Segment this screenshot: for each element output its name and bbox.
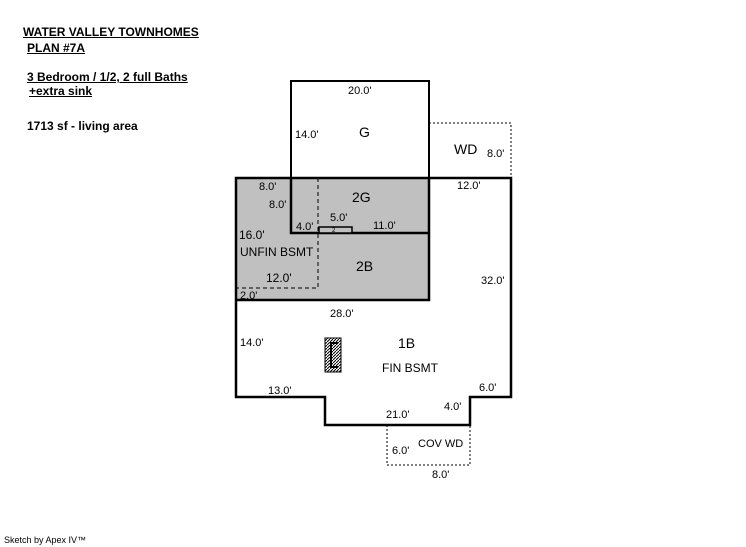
closet-label: 2 [332, 228, 336, 234]
dim: 5.0' [330, 212, 347, 224]
room-unfin-bsmt: UNFIN BSMT [240, 245, 314, 259]
footer-credit: Sketch by Apex IV™ [4, 535, 87, 545]
unfinished-area-fill [236, 178, 429, 300]
dim: 8.0' [259, 181, 276, 193]
dim: 13.0' [268, 385, 292, 397]
dim: 6.0' [479, 382, 496, 394]
dim: 6.0' [392, 445, 409, 457]
living-area: 1713 sf - living area [27, 119, 138, 133]
dim: 32.0' [481, 275, 505, 287]
dim: 8.0' [487, 148, 504, 160]
bedrooms-baths: 3 Bedroom / 1/2, 2 full Baths [27, 70, 188, 84]
extra-sink: +extra sink [29, 84, 93, 98]
dim: 8.0' [269, 199, 286, 211]
level2-outline [236, 178, 431, 302]
room-g: G [359, 124, 370, 140]
dim: 14.0' [240, 337, 264, 349]
title: WATER VALLEY TOWNHOMES [23, 25, 199, 39]
dim: 8.0' [432, 469, 449, 481]
wd-deck-outline [429, 122, 512, 178]
dim: 4.0' [296, 221, 313, 233]
dim: 4.0' [444, 401, 461, 413]
dim: 28.0' [330, 308, 354, 320]
room-cov-wd: COV WD [418, 438, 463, 450]
unfinished-dashed [236, 178, 319, 289]
room-wd: WD [454, 141, 477, 157]
plan-number: PLAN #7A [27, 41, 86, 55]
small-closet [318, 226, 353, 234]
room-1b: 1B [398, 335, 415, 351]
room-2b: 2B [356, 258, 373, 274]
dim: 12.0' [266, 271, 292, 285]
fireplace-icon [324, 337, 342, 373]
dim: 20.0' [348, 85, 372, 97]
dim: 2.0' [240, 290, 257, 302]
room-fin-bsmt: FIN BSMT [382, 361, 439, 375]
dim: 14.0' [295, 129, 319, 141]
main-outline [234, 176, 513, 427]
dim: 11.0' [373, 220, 396, 232]
dim: 12.0' [457, 180, 481, 192]
room-2g: 2G [352, 189, 371, 205]
dim: 16.0' [239, 228, 265, 242]
cov-wd-outline [386, 425, 471, 466]
dim: 21.0' [386, 409, 410, 421]
